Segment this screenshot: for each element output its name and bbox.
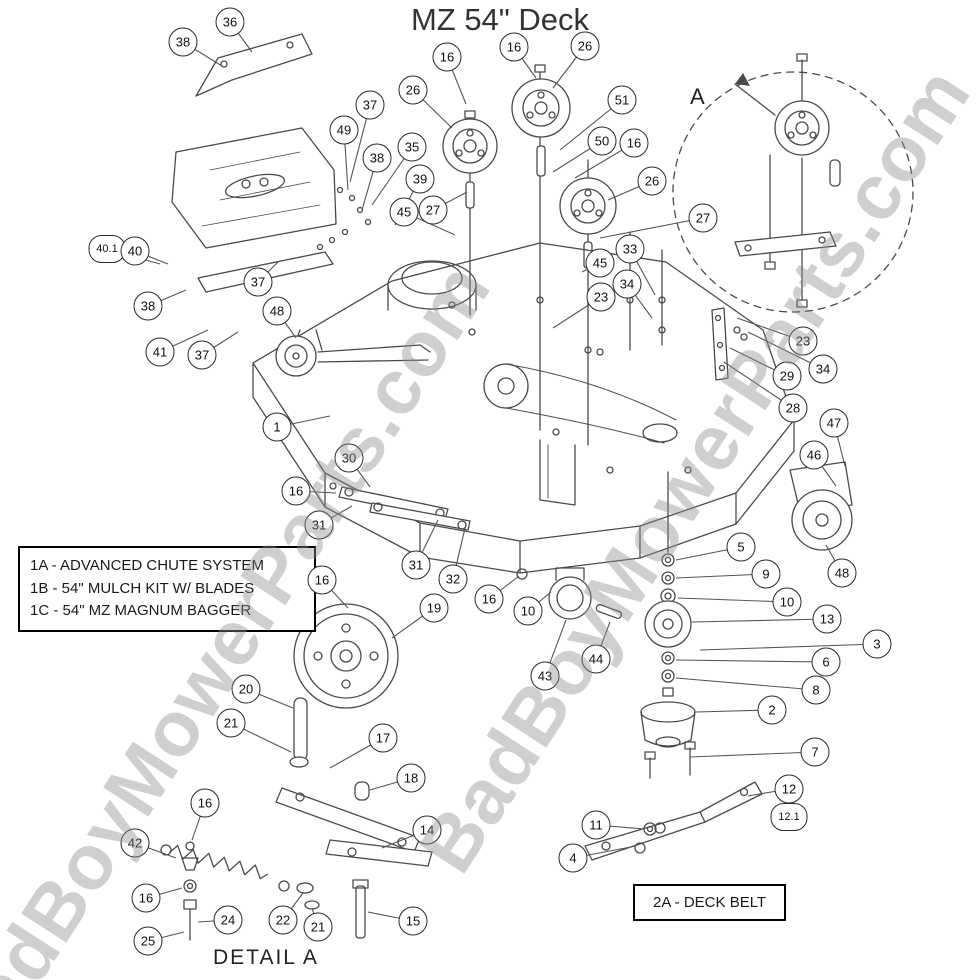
callout-balloon-10: 10 — [513, 596, 543, 626]
callout-balloon-37: 37 — [187, 340, 217, 370]
callout-balloon-40.1: 40.1 — [88, 235, 126, 263]
callout-balloon-6: 6 — [811, 647, 841, 677]
callout-balloon-26: 26 — [398, 75, 428, 105]
callout-balloon-16: 16 — [432, 42, 462, 72]
callout-balloon-24: 24 — [213, 905, 243, 935]
callout-balloon-48: 48 — [262, 296, 292, 326]
callout-balloon-16: 16 — [474, 584, 504, 614]
option-line-1a: 1A - ADVANCED CHUTE SYSTEM — [30, 557, 264, 574]
option-line-1c: 1C - 54" MZ MAGNUM BAGGER — [30, 602, 252, 619]
callout-balloon-50: 50 — [587, 126, 617, 156]
callout-balloon-18: 18 — [396, 763, 426, 793]
callout-balloon-35: 35 — [397, 132, 427, 162]
callout-balloon-28: 28 — [778, 393, 808, 423]
callout-balloon-41: 41 — [145, 337, 175, 367]
callout-balloon-37: 37 — [355, 90, 385, 120]
callout-balloon-48: 48 — [827, 558, 857, 588]
callout-balloon-46: 46 — [799, 440, 829, 470]
callout-balloon-4: 4 — [558, 843, 588, 873]
page-title: MZ 54" Deck — [410, 2, 590, 37]
callout-balloon-31: 31 — [304, 510, 334, 540]
callout-balloon-7: 7 — [800, 737, 830, 767]
callout-balloon-5: 5 — [726, 532, 756, 562]
callout-balloon-39: 39 — [405, 164, 435, 194]
callout-balloon-2: 2 — [757, 695, 787, 725]
callout-balloon-37: 37 — [243, 267, 273, 297]
callout-balloon-22: 22 — [268, 905, 298, 935]
callout-balloon-33: 33 — [615, 234, 645, 264]
callout-balloon-26: 26 — [570, 31, 600, 61]
callout-balloon-21: 21 — [303, 912, 333, 942]
option-line-1b: 1B - 54" MULCH KIT W/ BLADES — [30, 579, 255, 597]
callout-balloon-1: 1 — [262, 412, 292, 442]
callout-balloon-11: 11 — [581, 810, 611, 840]
callout-balloon-34: 34 — [612, 269, 642, 299]
callout-balloon-34: 34 — [808, 354, 838, 384]
callout-balloon-16: 16 — [619, 128, 649, 158]
callout-balloon-17: 17 — [368, 723, 398, 753]
callout-balloon-13: 13 — [812, 604, 842, 634]
callout-balloon-12: 12 — [774, 774, 804, 804]
callout-balloon-27: 27 — [688, 203, 718, 233]
callout-balloon-12.1: 12.1 — [770, 803, 808, 831]
callout-balloon-42: 42 — [120, 828, 150, 858]
callout-balloon-21: 21 — [216, 708, 246, 738]
callout-balloon-3: 3 — [862, 629, 892, 659]
callout-balloon-40: 40 — [120, 236, 150, 266]
deck-belt-box: 2A - DECK BELT — [633, 884, 787, 921]
callout-balloon-15: 15 — [398, 906, 428, 936]
callout-balloon-44: 44 — [581, 644, 611, 674]
accessory-options-box: 1A - ADVANCED CHUTE SYSTEM 1B - 54" MULC… — [18, 546, 316, 632]
callout-balloon-38: 38 — [168, 27, 198, 57]
callout-balloon-43: 43 — [530, 661, 560, 691]
callout-balloon-29: 29 — [772, 361, 802, 391]
callout-balloon-47: 47 — [819, 408, 849, 438]
callout-balloon-23: 23 — [788, 326, 818, 356]
callout-balloon-9: 9 — [751, 559, 781, 589]
callout-balloon-10: 10 — [772, 587, 802, 617]
callout-balloon-38: 38 — [133, 291, 163, 321]
callout-balloon-16: 16 — [190, 788, 220, 818]
callout-balloon-14: 14 — [412, 815, 442, 845]
callout-balloon-23: 23 — [586, 282, 616, 312]
callout-balloon-16: 16 — [307, 565, 337, 595]
callout-balloon-19: 19 — [419, 593, 449, 623]
callout-balloon-45: 45 — [585, 248, 615, 278]
callout-balloon-20: 20 — [231, 674, 261, 704]
callout-balloon-27: 27 — [418, 195, 448, 225]
callout-balloon-8: 8 — [801, 675, 831, 705]
callout-balloon-16: 16 — [499, 32, 529, 62]
callout-balloon-26: 26 — [637, 166, 667, 196]
callout-balloon-16: 16 — [131, 883, 161, 913]
callout-balloon-51: 51 — [607, 85, 637, 115]
callout-balloon-38: 38 — [362, 143, 392, 173]
callout-balloon-45: 45 — [389, 197, 419, 227]
callout-balloon-31: 31 — [401, 550, 431, 580]
callout-balloon-49: 49 — [329, 115, 359, 145]
callout-balloon-25: 25 — [133, 926, 163, 956]
callout-balloon-30: 30 — [334, 443, 364, 473]
callout-balloon-16: 16 — [281, 476, 311, 506]
detail-a-marker: A — [690, 84, 705, 109]
detail-a-label: DETAIL A — [213, 946, 319, 969]
callout-balloon-36: 36 — [215, 7, 245, 37]
callout-balloon-32: 32 — [438, 564, 468, 594]
